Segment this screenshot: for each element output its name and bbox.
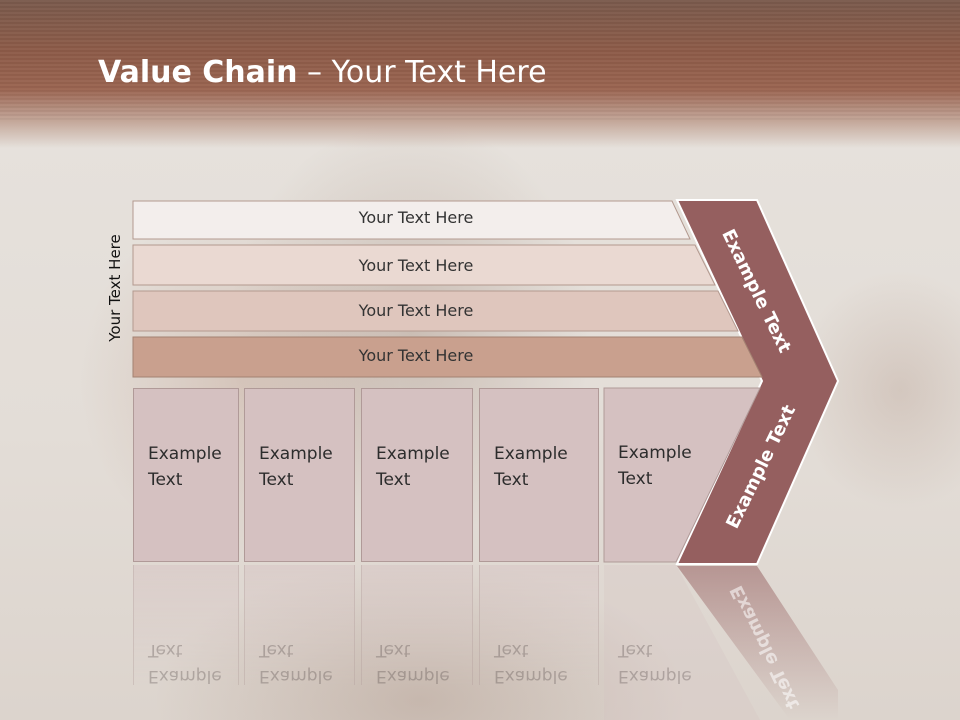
box-1-reflection: Example Text (133, 565, 239, 686)
slide-title: Value Chain – Your Text Here (98, 55, 547, 90)
box-4-refl-line1: Example (494, 666, 568, 686)
box-2-reflection: Example Text (244, 565, 355, 686)
box-3-reflection: Example Text (361, 565, 473, 686)
box-4-line1: Example (494, 444, 568, 464)
box-5-text-reflection: Example Text (604, 565, 724, 686)
bar-3-shape (132, 290, 739, 332)
box-4-line2: Text (494, 470, 529, 490)
box-3-refl-line1: Example (376, 666, 450, 686)
box-4-reflection: Example Text (479, 565, 599, 686)
box-5-shape (603, 387, 761, 563)
title-band-texture (0, 0, 960, 120)
box-1-line2: Text (148, 470, 183, 490)
chevron-reflection (677, 566, 838, 720)
box-2-line1: Example (259, 444, 333, 464)
bar-3-label: Your Text Here (358, 301, 474, 320)
bar-2-label: Your Text Here (358, 256, 474, 275)
box-5-line1: Example (618, 443, 692, 463)
box-2-line2: Text (259, 470, 294, 490)
box-2-refl-line2: Text (259, 640, 294, 660)
box-2-refl-line1: Example (259, 666, 333, 686)
box-3-line1: Example (376, 444, 450, 464)
title-bold: Value Chain (98, 55, 298, 90)
bar-4-label: Your Text Here (358, 346, 474, 365)
box-5-refl-line1: Example (618, 666, 692, 686)
box-1-refl-line2: Text (148, 640, 183, 660)
box-3-refl-line2: Text (376, 640, 411, 660)
box-5-reflection (604, 565, 760, 720)
title-band (0, 0, 960, 148)
box-1-line1: Example (148, 444, 222, 464)
title-rest: – Your Text Here (297, 55, 547, 90)
bar-2-shape (132, 244, 716, 286)
box-3-line2: Text (376, 470, 411, 490)
chevron-arrow (675, 199, 840, 565)
bar-4-shape (132, 336, 763, 378)
box-5-refl-line2: Text (618, 640, 653, 660)
box-1-refl-line1: Example (148, 666, 222, 686)
box-4-refl-line2: Text (494, 640, 529, 660)
bar-1-label: Your Text Here (358, 208, 474, 227)
bar-1-shape (132, 200, 691, 240)
box-5-line2: Text (618, 469, 653, 489)
